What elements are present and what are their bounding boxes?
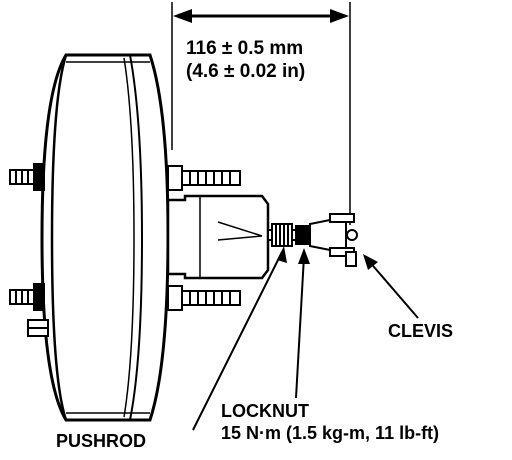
booster-shell-seam-inner	[123, 57, 135, 418]
booster-shell-seam	[129, 54, 144, 421]
dimension-indicator	[171, 2, 351, 225]
pushrod-assembly	[267, 213, 358, 267]
dimension-arrowhead-right	[330, 9, 349, 23]
leader-lines	[192, 246, 419, 431]
vacuum-check-valve-port	[27, 319, 49, 337]
pushrod-leader	[192, 251, 283, 431]
locknut-body	[295, 225, 311, 245]
rear-housing	[166, 194, 270, 280]
booster-shell-outline	[40, 53, 170, 422]
dimension-imperial-label: (4.6 ± 0.02 in)	[186, 61, 306, 82]
front-stud-upper	[9, 163, 45, 191]
clevis-leader	[367, 259, 419, 319]
locknut-label: LOCKNUT	[221, 401, 309, 421]
pushrod-label: PUSHROD	[56, 431, 147, 451]
pushrod-leader-arrowhead	[277, 246, 287, 263]
booster-shell	[40, 53, 170, 422]
clevis-pin-clip	[345, 251, 357, 267]
clevis-body	[309, 219, 347, 251]
locknut-leader	[295, 255, 305, 399]
locknut-leader-arrowhead	[298, 248, 310, 264]
locknut-torque-label: 15 N·m (1.5 kg-m, 11 lb-ft)	[221, 423, 440, 443]
dimension-arrowhead-left	[173, 9, 192, 23]
dimension-metric-label: 116 ± 0.5 mm	[186, 38, 304, 59]
clevis-label: CLEVIS	[388, 321, 454, 341]
rear-stud-upper	[167, 165, 241, 191]
front-stud-lower	[9, 283, 45, 311]
clevis-jaw-upper	[329, 213, 355, 223]
rear-stud-lower	[167, 285, 241, 311]
clevis-pin	[346, 229, 358, 241]
clevis-leader-arrowhead	[363, 254, 378, 270]
booster-shell-front-rim	[50, 54, 68, 421]
